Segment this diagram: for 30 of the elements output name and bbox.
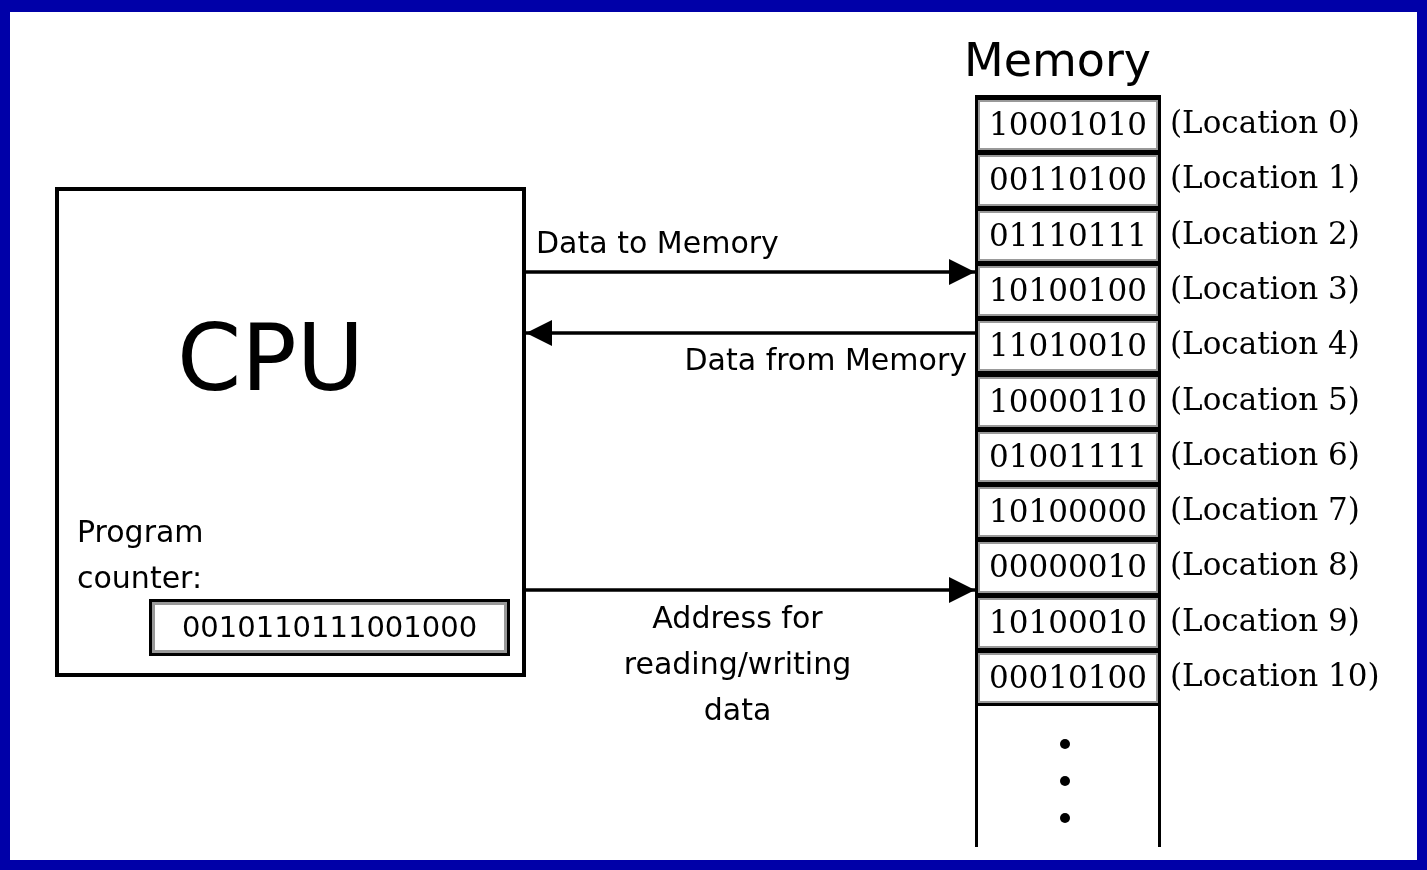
location-label: (Location 0) — [1170, 103, 1360, 142]
arrow — [526, 259, 975, 285]
memory-cell: 10001010 — [975, 97, 1161, 154]
cpu-label: CPU — [177, 309, 365, 409]
location-label: (Location 4) — [1170, 324, 1360, 364]
arrow — [526, 577, 975, 603]
memory-cell: 10000110 — [975, 373, 1161, 430]
location-label: (Location 1) — [1170, 158, 1360, 198]
location-label: (Location 8) — [1170, 545, 1360, 585]
register-box: 0010110111001000 — [149, 599, 510, 656]
location-label: (Location 9) — [1170, 600, 1360, 640]
program-counter-label: Program counter: — [77, 513, 205, 597]
memory-cell: 11010010 — [975, 318, 1161, 375]
memory-cell: 00000010 — [975, 539, 1161, 596]
memory-cell: 01001111 — [975, 428, 1161, 486]
memory-cell: 10100010 — [975, 594, 1161, 651]
location-label: (Location 5) — [1170, 379, 1360, 419]
cpu-box — [55, 187, 526, 677]
location-label: (Location 10) — [1170, 656, 1380, 695]
memory-cell: 00110100 — [975, 152, 1161, 209]
location-label: (Location 7) — [1170, 490, 1360, 530]
location-label: (Location 2) — [1170, 213, 1360, 253]
location-label: (Location 6) — [1170, 434, 1360, 474]
memory-cell: 10100000 — [975, 484, 1161, 541]
memory-heading: Memory — [964, 32, 1152, 88]
location-label: (Location 3) — [1170, 268, 1360, 308]
memory-cell: 00010100 — [975, 650, 1161, 707]
memory-cell: 10100100 — [975, 262, 1161, 320]
memory-cell: 01110111 — [975, 207, 1161, 264]
arrow — [526, 320, 975, 346]
